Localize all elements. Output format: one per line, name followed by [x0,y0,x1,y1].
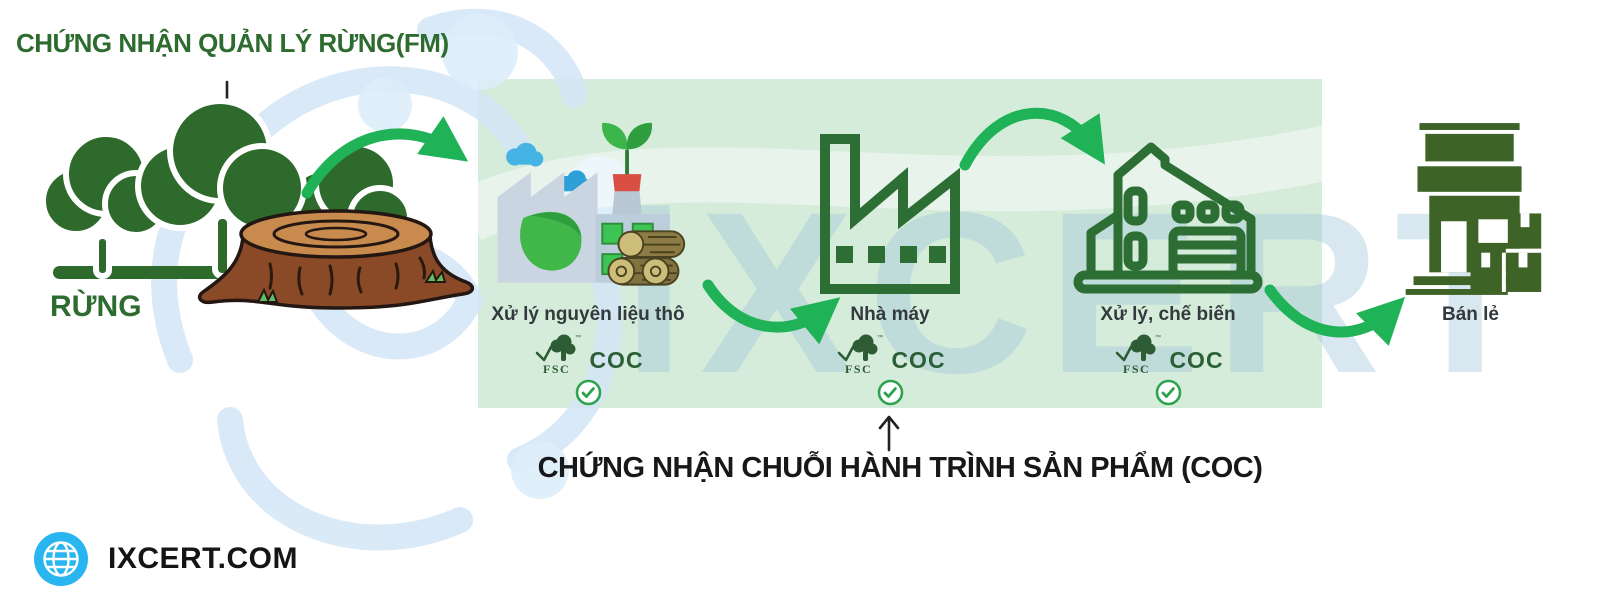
fsc-logo-icon: ™ FSC [838,334,883,376]
check-badge-icon [877,379,904,411]
stage-label: Xử lý nguyên liệu thô [491,304,685,325]
stage-processing-refining: Xử lý, chế biến ™ FSC COC [1062,95,1274,411]
svg-text:FSC: FSC [1123,362,1150,376]
stage-factory: Nhà máy ™ FSC COC [784,95,996,411]
coc-text: COC [1169,347,1224,373]
coc-text: COC [589,347,644,373]
check-badge-icon [1155,379,1182,411]
forest-label: RỪNG [50,290,142,323]
fsc-coc-certificate: ™ FSC COC [1112,332,1223,376]
arrow-forest-to-processing [301,116,469,199]
fsc-logo-icon: ™ FSC [536,334,581,376]
svg-text:FSC: FSC [543,362,570,376]
svg-text:™: ™ [877,334,883,341]
stage-raw-material-processing: Xử lý nguyên liệu thô ™ FSC COC [482,95,694,411]
retail-label: Bán lẻ [1441,304,1500,325]
arrow-factory-to-refining [959,107,1105,171]
arrow-refining-to-retail [1264,284,1406,346]
stage-retail: Bán lẻ [1378,95,1563,326]
warehouse-outline-icon [1073,142,1263,294]
brand-name: IXCERT.COM [108,542,299,575]
coc-text: COC [891,347,946,373]
fsc-coc-certificate: ™ FSC COC [834,332,945,376]
svg-text:™: ™ [575,334,581,341]
fsc-coc-certificate: ™ FSC COC [532,332,643,376]
check-badge-icon [575,379,602,411]
svg-text:™: ™ [1155,334,1161,341]
up-arrow-icon [878,415,900,452]
fm-certification-title: CHỨNG NHẬN QUẢN LÝ RỪNG(FM) [16,28,449,58]
globe-icon [34,532,88,586]
fsc-logo-icon: ™ FSC [1116,334,1161,376]
svg-text:FSC: FSC [845,362,872,376]
eco-factory-icon [497,122,686,286]
retail-store-icon [1405,123,1541,295]
brand-footer: IXCERT.COM [30,528,298,590]
stage-label: Xử lý, chế biến [1100,304,1236,325]
arrow-processing-to-factory [702,279,841,345]
stage-label: Nhà máy [850,304,930,325]
factory-outline-icon [820,134,960,294]
coc-certification-title: CHỨNG NHẬN CHUỖI HÀNH TRÌNH SẢN PHẨM (CO… [537,452,1263,484]
